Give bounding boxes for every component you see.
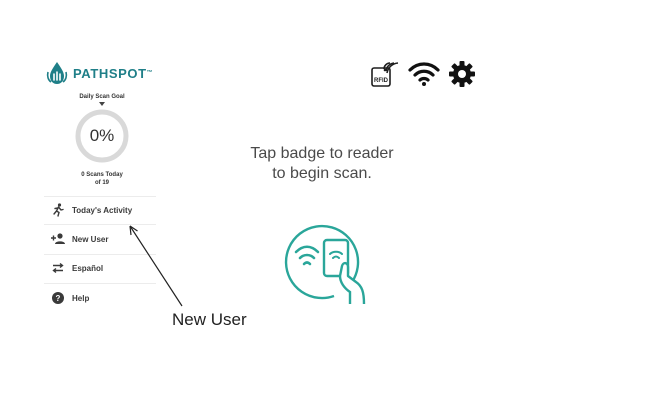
scan-instruction-line1: Tap badge to reader [250, 145, 394, 162]
menu-item-help[interactable]: ? Help [50, 288, 89, 308]
menu-divider [44, 196, 156, 197]
help-icon: ? [50, 291, 66, 305]
trademark-mark: ™ [146, 70, 153, 76]
annotation-label: New User [172, 310, 247, 329]
tap-badge-illustration-icon [284, 224, 366, 304]
running-person-icon [50, 203, 66, 217]
add-user-icon [50, 232, 66, 246]
menu-item-espanol[interactable]: Español [50, 258, 103, 278]
rfid-label: RFID [374, 78, 389, 84]
menu-divider [44, 254, 156, 255]
gear-icon[interactable] [448, 60, 476, 88]
menu-item-label: Español [72, 263, 104, 273]
menu-item-label: New User [72, 234, 109, 244]
scan-instruction-line2: to begin scan. [272, 165, 372, 182]
scans-goal-total: of 19 [94, 180, 109, 186]
caret-down-icon [99, 102, 105, 106]
scans-today-text: 0 Scans Today of 19 [60, 171, 144, 187]
menu-divider [44, 224, 156, 225]
menu-item-label: Help [72, 293, 90, 303]
droplet-hands-logo-icon [46, 62, 68, 84]
daily-scan-goal-label: Daily Scan Goal [79, 94, 125, 100]
menu-item-todays-activity[interactable]: Today's Activity [50, 200, 132, 220]
scan-instruction: Tap badge to reader to begin scan. [212, 144, 432, 184]
menu-item-new-user[interactable]: New User [50, 229, 108, 249]
scans-today-count: 0 Scans Today [81, 172, 123, 178]
rfid-reader-icon[interactable]: RFID [370, 60, 400, 88]
swap-language-icon [50, 261, 66, 275]
svg-text:?: ? [56, 294, 61, 303]
brand-name: PATHSPOT [73, 65, 147, 81]
menu-divider [44, 283, 156, 284]
wifi-icon[interactable] [408, 61, 440, 87]
status-bar: RFID [370, 60, 484, 88]
menu-item-label: Today's Activity [72, 205, 133, 215]
annotation-arrow-icon [129, 225, 183, 307]
goal-percent: 0% [89, 126, 115, 145]
progress-ring [75, 109, 129, 163]
